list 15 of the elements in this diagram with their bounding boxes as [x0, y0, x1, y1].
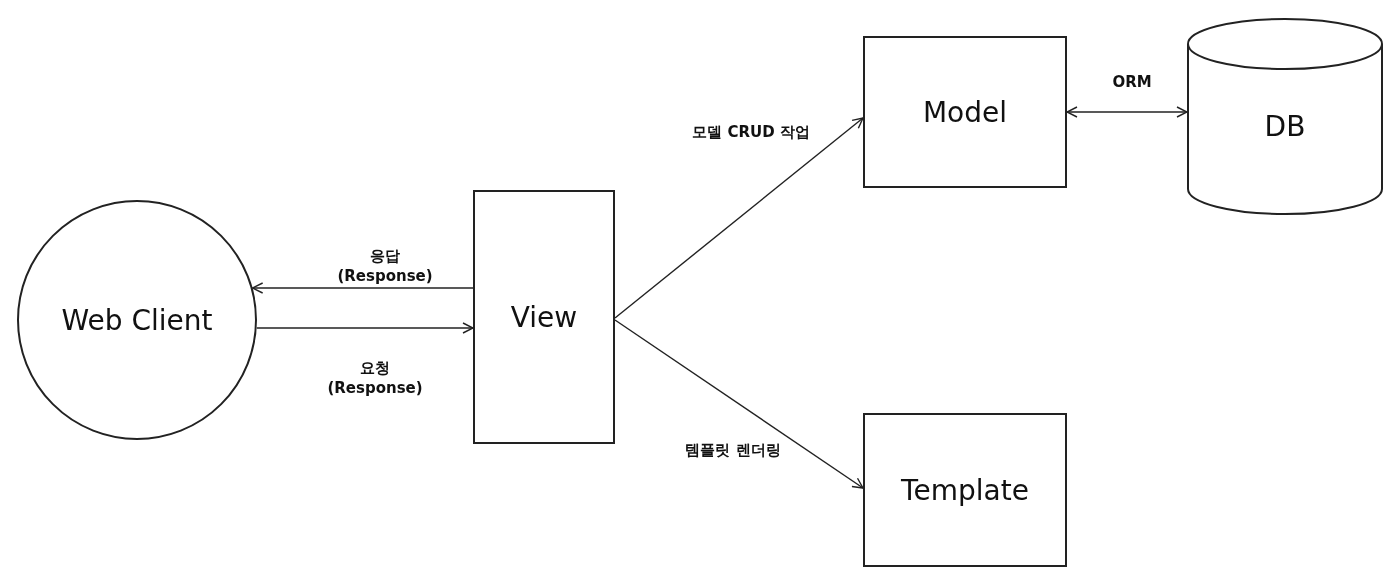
node-label: Template [901, 473, 1029, 507]
client-circle [17, 200, 257, 440]
arrow [614, 117, 864, 319]
process-box [863, 36, 1067, 188]
process-box [473, 190, 615, 444]
database-cylinder [1187, 18, 1383, 215]
arrow [614, 319, 864, 489]
process-box [863, 413, 1067, 567]
arrow [1066, 106, 1188, 118]
arrow [251, 282, 474, 294]
node-label: Web Client [61, 303, 213, 337]
node-label: DB [1264, 110, 1306, 143]
node-label: Model [922, 95, 1008, 129]
arrow [256, 322, 474, 334]
node-label: View [510, 300, 578, 334]
